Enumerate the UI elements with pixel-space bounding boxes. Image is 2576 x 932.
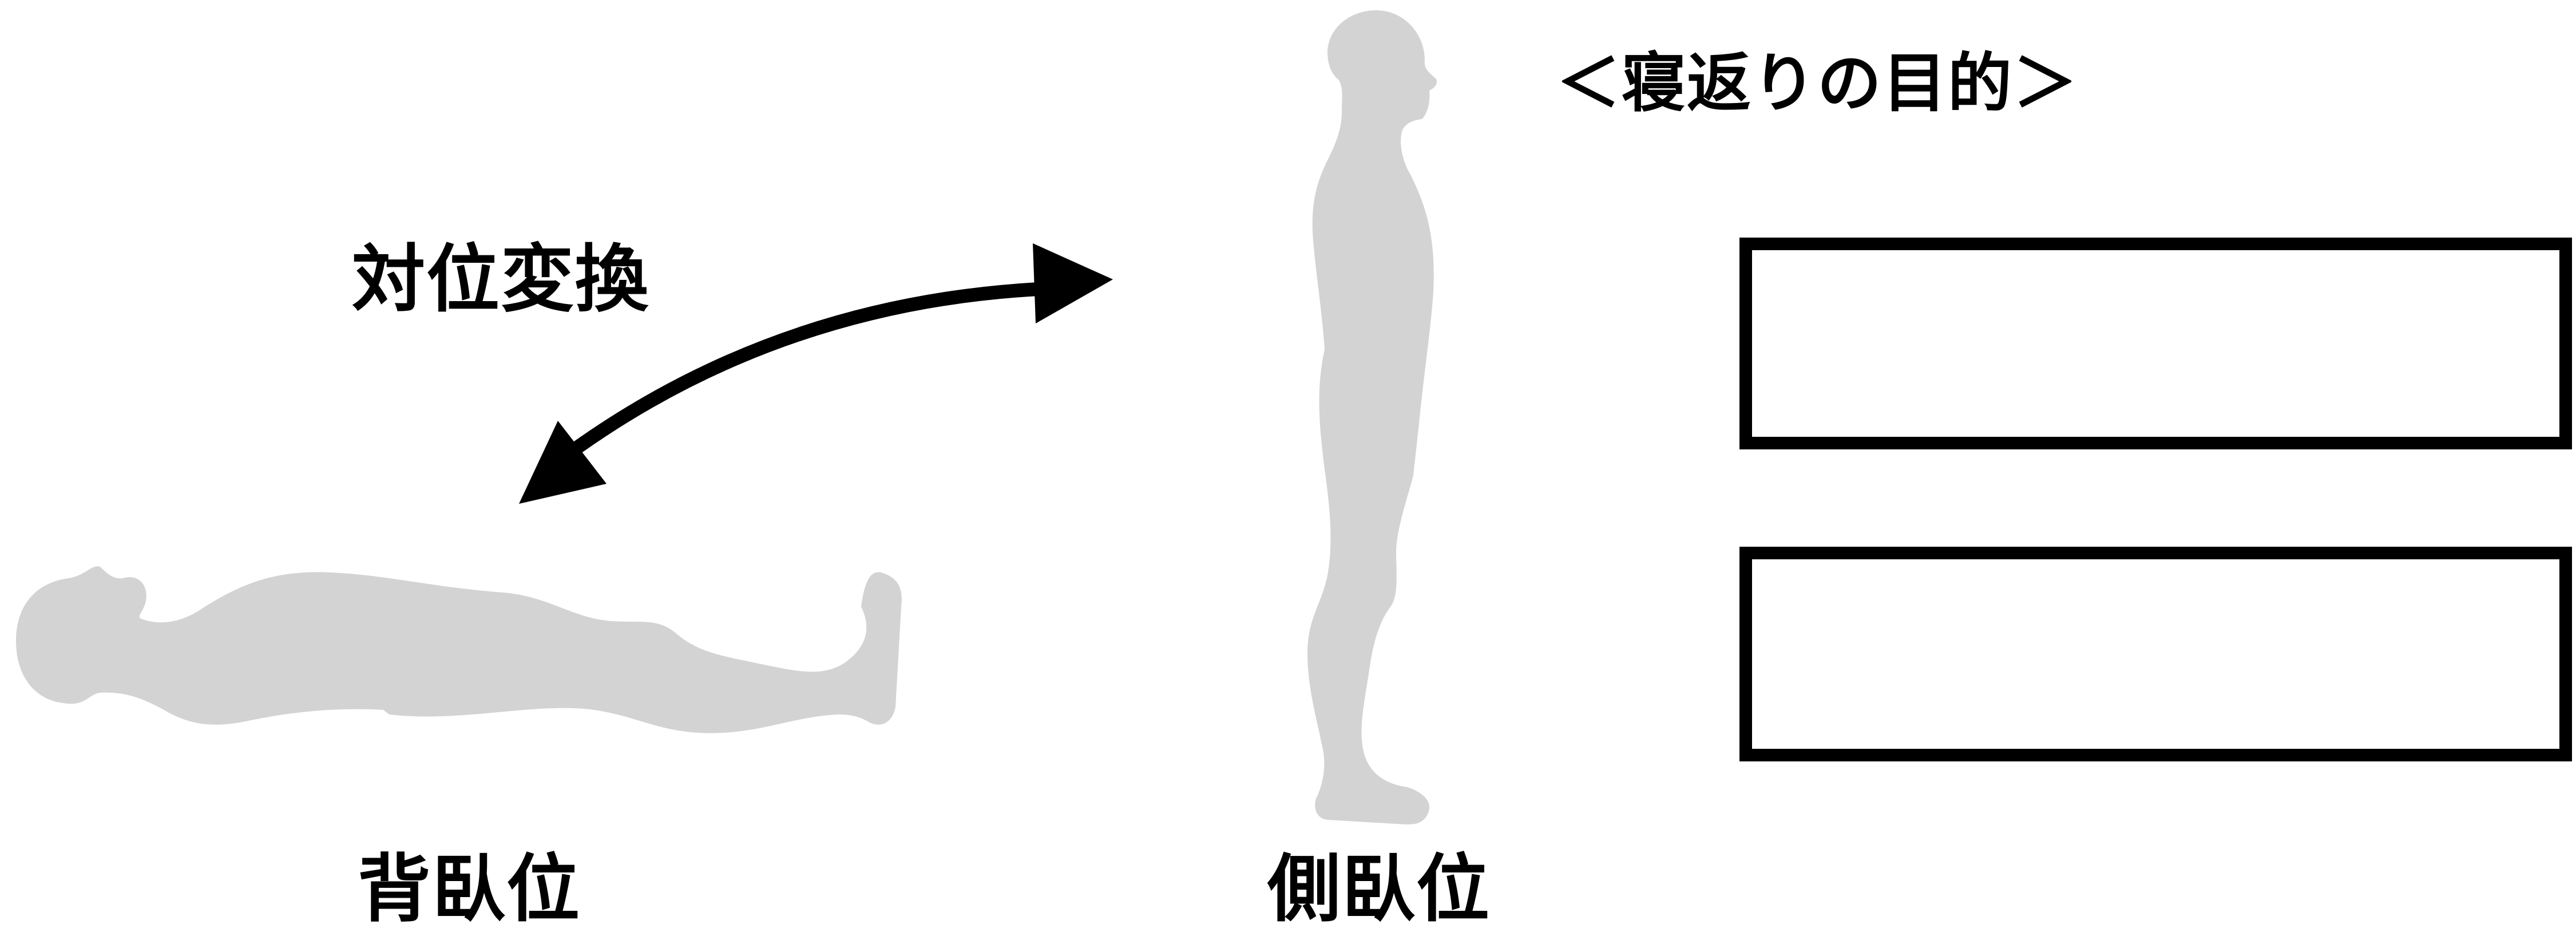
lateral-position-label: 側臥位 [1267, 847, 1491, 932]
standing-person-silhouette [1307, 10, 1437, 824]
supine-person-silhouette [16, 566, 902, 733]
curved-double-arrow-icon [519, 243, 1113, 504]
supine-position-label: 背臥位 [358, 847, 581, 932]
position-change-label: 対位変換 [352, 237, 650, 322]
answer-box[interactable] [1739, 238, 2572, 449]
purpose-title: ＜寝返りの目的＞ [1556, 46, 2078, 121]
answer-box[interactable] [1739, 547, 2572, 761]
